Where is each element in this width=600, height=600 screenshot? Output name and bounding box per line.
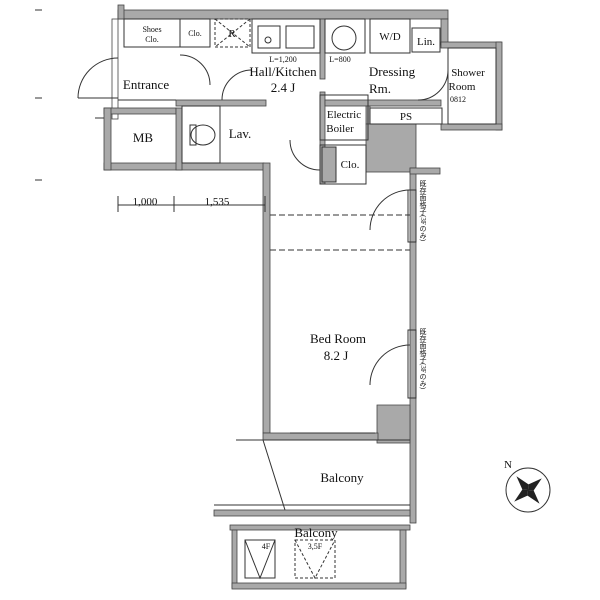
label-wd: W/D [379,31,400,43]
label-ps: PS [400,111,412,123]
label-bed-room-area: 8.2 J [324,348,349,363]
label-balcony-2: Balcony [294,525,338,540]
dim-1000: 1,000 [133,196,158,208]
label-35f: 3,5F [308,542,323,551]
label-dressing: Dressing [369,64,416,79]
label-r: R [228,28,236,40]
label-clo-top: Clo. [188,29,202,38]
label-hall-kitchen: Hall/Kitchen [249,64,317,79]
label-shoes-clo: Clo. [145,35,159,44]
compass-icon: N [504,459,551,513]
label-balcony-1: Balcony [320,470,364,485]
label-shoes: Shoes [142,25,161,34]
window-note-lower: 既存面格子(3Fのみ) [419,328,427,390]
dim-1535: 1,535 [205,196,230,208]
room-labels: Shoes Clo. Clo. R L=1,200 L=800 W/D Lin.… [123,25,485,551]
label-shower: Shower [451,67,485,79]
walls [103,4,503,590]
label-lin: Lin. [417,36,435,48]
label-clo-mid: Clo. [341,159,360,171]
window-note-upper: 既存面格子(3Fのみ) [419,180,427,242]
label-dressing-rm: Rm. [369,81,391,96]
label-bed-room: Bed Room [310,331,366,346]
label-entrance: Entrance [123,77,169,92]
label-l800: L=800 [329,55,350,64]
label-shower-room: Room [449,81,476,93]
room-outlines [35,9,497,580]
label-lav: Lav. [229,126,252,141]
label-shower-code: 0812 [450,95,466,104]
label-hall-kitchen-area: 2.4 J [271,80,296,95]
compass-north-label: N [504,459,512,471]
label-4f: 4F [262,542,271,551]
label-electric: Electric [327,109,361,121]
label-boiler: Boiler [326,123,354,135]
label-l1200: L=1,200 [269,55,296,64]
label-mb: MB [133,130,154,145]
